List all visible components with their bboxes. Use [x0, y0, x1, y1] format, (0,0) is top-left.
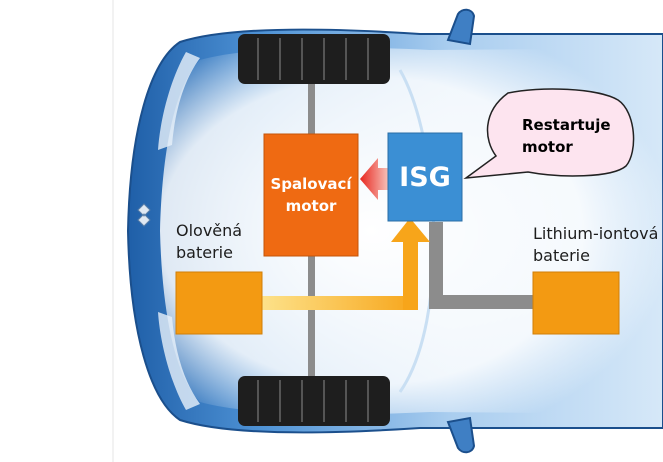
- energy-flow-arrow: [262, 218, 430, 310]
- isg-label-text: ISG: [399, 161, 451, 193]
- lithium-battery-box: [532, 271, 620, 335]
- engine-label: Spalovací motor: [264, 134, 358, 256]
- front-tire-top: [238, 34, 390, 84]
- suzuki-logo-icon: [137, 203, 151, 227]
- red-drive-arrow: [360, 158, 388, 200]
- callout-label-line-2: motor: [522, 138, 573, 156]
- callout-label: Restartuje motor: [522, 114, 611, 158]
- side-mirror-bottom: [446, 416, 476, 454]
- lead-battery-box: [175, 271, 263, 335]
- isg-label: ISG: [388, 133, 462, 221]
- side-mirror-top: [446, 8, 476, 46]
- lead-battery-label-line-2: baterie: [176, 243, 233, 262]
- engine-label-line-2: motor: [285, 197, 337, 215]
- lithium-battery-label-line-2: baterie: [533, 246, 590, 265]
- isg-lithium-connector: [429, 222, 533, 309]
- lithium-battery-label-line-1: Lithium-iontová: [533, 224, 659, 243]
- front-tire-bottom: [238, 376, 390, 426]
- engine-box: [263, 133, 359, 257]
- callout-bubble: [463, 88, 635, 180]
- isg-box: [387, 132, 463, 222]
- lead-battery-label: Olověná baterie: [176, 220, 242, 264]
- lead-battery-label-line-1: Olověná: [176, 221, 243, 240]
- callout-label-line-1: Restartuje: [522, 116, 611, 134]
- engine-label-line-1: Spalovací: [270, 175, 352, 193]
- lithium-battery-label: Lithium-iontová baterie: [533, 223, 658, 267]
